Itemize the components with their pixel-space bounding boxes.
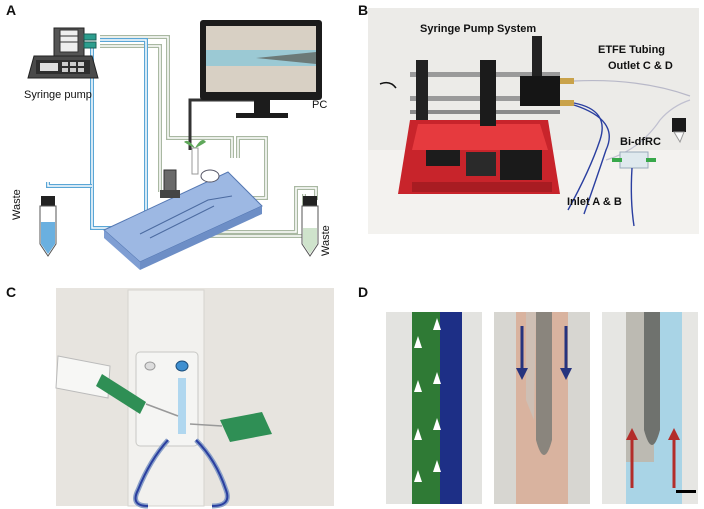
tubing-lines (46, 35, 318, 238)
etfe-tubing-label: ETFE Tubing (598, 44, 666, 56)
micrograph-3 (602, 312, 698, 504)
syringe-pump-label: Syringe pump (24, 89, 92, 101)
syringe-pump-illustration (27, 27, 99, 79)
waste-tube-left-illustration (39, 196, 57, 257)
waste-tube-right-illustration (301, 196, 319, 257)
outlet-label: Outlet C & D (608, 60, 673, 72)
micrograph-1 (386, 312, 482, 504)
panel-b-label: B (358, 2, 369, 18)
syringe-pump-system-label: Syringe Pump System (420, 23, 537, 35)
waste-left-label: Waste (11, 189, 23, 220)
waste-right-label: Waste (320, 225, 332, 256)
pc-monitor-illustration (200, 20, 322, 118)
panel-d-label: D (358, 284, 369, 300)
pc-label: PC (312, 99, 328, 111)
panel-a-label: A (6, 2, 17, 18)
inlet-label: Inlet A & B (567, 196, 622, 208)
bi-dfrc-label: Bi-dfRC (620, 136, 661, 148)
micrograph-2 (494, 312, 590, 504)
panel-c-label: C (6, 284, 17, 300)
microfluidic-chip-illustration (103, 140, 263, 270)
